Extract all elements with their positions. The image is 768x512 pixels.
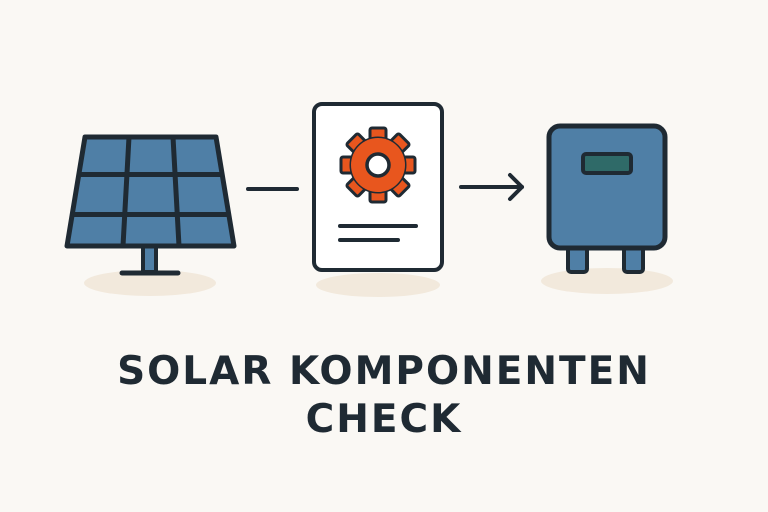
gear-hole [365,152,391,178]
inverter-body [546,123,668,251]
solar-panel-frame [64,134,237,249]
inverter-shadow [541,268,673,294]
page-title-line-2: CHECK [305,397,463,442]
solar-panel-post [141,244,158,274]
inverter-display [581,152,633,175]
solar-panel-icon [64,134,237,276]
gear-document-icon [312,102,444,272]
page-title-line-1: SOLAR KOMPONENTEN [117,349,651,394]
component-flow-illustration [64,102,673,297]
spec-sheet-shadow [316,273,440,297]
inverter-box-icon [546,123,668,274]
solar-panel-shadow [84,270,216,296]
solar-panel-grid [71,134,231,249]
arrow-right-icon [459,173,524,201]
page-title: SOLAR KOMPONENTEN CHECK [0,348,768,444]
gear-icon [339,126,417,204]
